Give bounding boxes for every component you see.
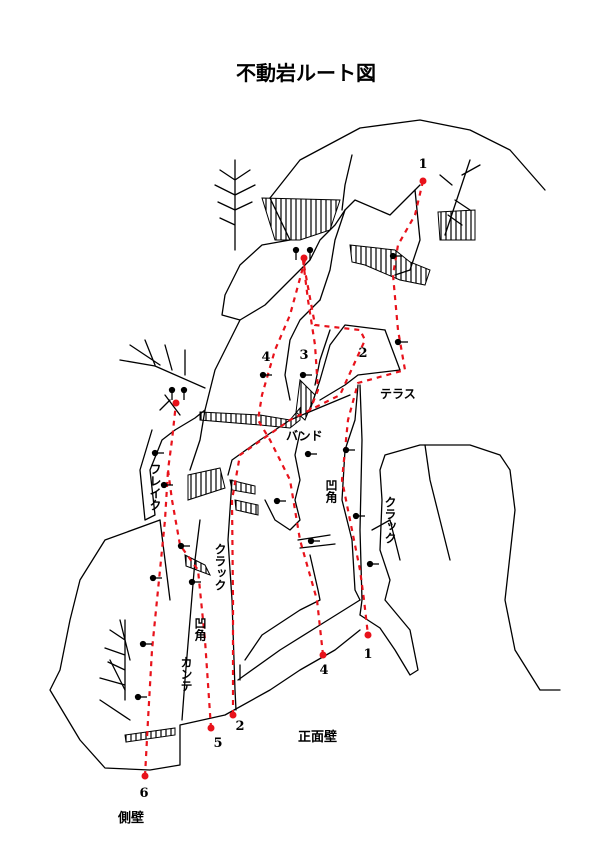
route-4-start-point <box>319 651 327 659</box>
route-2-line <box>230 259 367 715</box>
route-1-top-point <box>419 177 427 185</box>
kante-label: カンテ <box>179 656 193 692</box>
crack-left-label: クラック <box>213 543 227 591</box>
terrace-label: テラス <box>380 387 416 401</box>
bolt-icons <box>134 246 408 701</box>
route-2-start-point <box>229 711 237 719</box>
route-2-top-label: 2 <box>358 346 367 361</box>
route-5-line <box>166 402 213 729</box>
side-wall-label: 側壁 <box>117 810 144 826</box>
overhang-hatching <box>124 197 476 743</box>
route-start-points <box>141 177 427 780</box>
anchor-point-left <box>172 399 180 407</box>
route-lines <box>143 180 425 777</box>
anchor-point-top <box>300 254 308 262</box>
tree-icons <box>99 159 481 701</box>
front-wall-label: 正面壁 <box>298 729 337 745</box>
route-5-label: 5 <box>213 736 222 751</box>
route-1-label: 1 <box>363 647 372 662</box>
dihedral-upper-label: 凹角 <box>324 479 338 504</box>
rock-outlines <box>49 119 561 771</box>
route-1-start-point <box>364 631 372 639</box>
route-5-start-point <box>207 724 215 732</box>
flake-label: フレイク <box>148 463 162 511</box>
route-4-line <box>256 259 325 656</box>
route-4-label: 4 <box>319 663 328 678</box>
route-2-label: 2 <box>235 719 244 734</box>
crack-right-label: クラック <box>383 496 397 544</box>
diagram-title: 不動岩ルート図 <box>236 61 376 85</box>
route-6-label: 6 <box>139 786 148 801</box>
route-3-label: 3 <box>299 348 308 363</box>
dihedral-lower-label: 凹角 <box>193 617 207 642</box>
route-4-top-label: 4 <box>261 350 270 365</box>
band-label: バンド <box>286 429 323 443</box>
route-1-line <box>340 180 425 636</box>
route-6-start-point <box>141 772 149 780</box>
route-1-top-label: 1 <box>418 157 427 172</box>
